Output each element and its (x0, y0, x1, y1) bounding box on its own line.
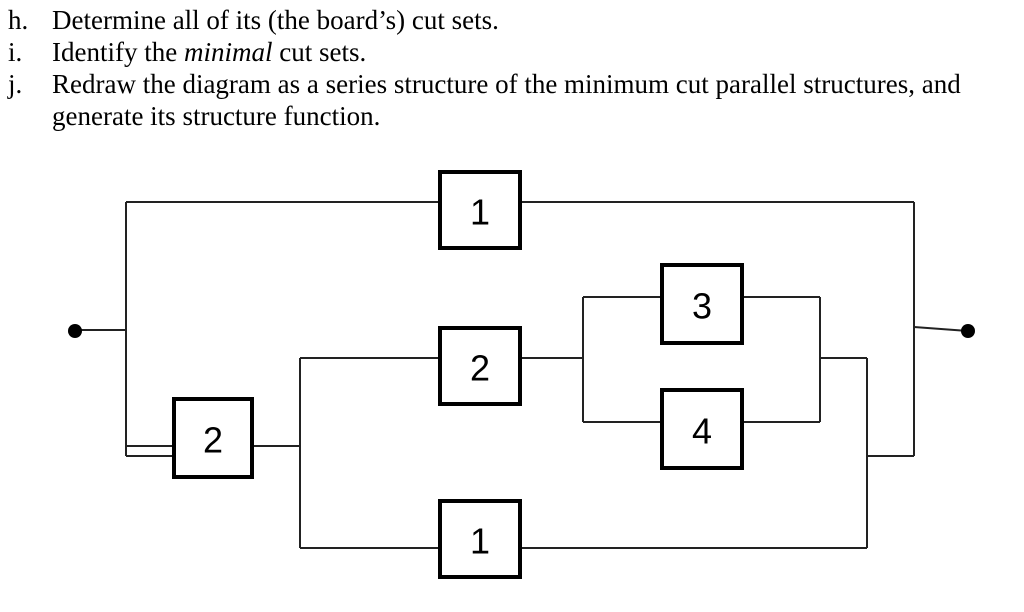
component-block-3: 3 (660, 263, 744, 345)
question-h-text: Determine all of its (the board’s) cut s… (52, 5, 499, 35)
output-terminal (961, 324, 975, 338)
component-label-3: 3 (692, 286, 712, 327)
component-block-middle-2: 2 (438, 326, 522, 406)
component-block-top-1: 1 (438, 170, 522, 250)
question-i-text-end: cut sets. (272, 37, 367, 67)
question-i-text-start: Identify the (52, 37, 184, 67)
component-label-middle-2: 2 (470, 348, 490, 389)
input-terminal (68, 324, 82, 338)
question-i-text: Identify the minimal cut sets. (52, 36, 1008, 68)
component-block-4: 4 (660, 388, 744, 470)
question-j-text: Redraw the diagram as a series structure… (52, 69, 961, 131)
component-label-bottom-1: 1 (470, 521, 490, 562)
component-label-top-1: 1 (470, 192, 490, 233)
question-h-marker: h. (8, 5, 29, 35)
component-label-4: 4 (692, 411, 712, 452)
component-label-series-2: 2 (203, 420, 223, 461)
question-i-marker: i. (8, 37, 23, 67)
component-block-bottom-1: 1 (438, 499, 522, 579)
question-j: j. Redraw the diagram as a series struct… (8, 68, 1008, 132)
question-j-marker: j. (8, 69, 23, 99)
question-h: h. Determine all of its (the board’s) cu… (8, 4, 1008, 36)
question-i-emphasis: minimal (183, 37, 273, 67)
output-lead (913, 326, 969, 332)
question-list: h. Determine all of its (the board’s) cu… (8, 4, 1008, 132)
question-i: i. Identify the minimal cut sets. (8, 36, 1008, 68)
component-block-series-2: 2 (172, 397, 254, 479)
